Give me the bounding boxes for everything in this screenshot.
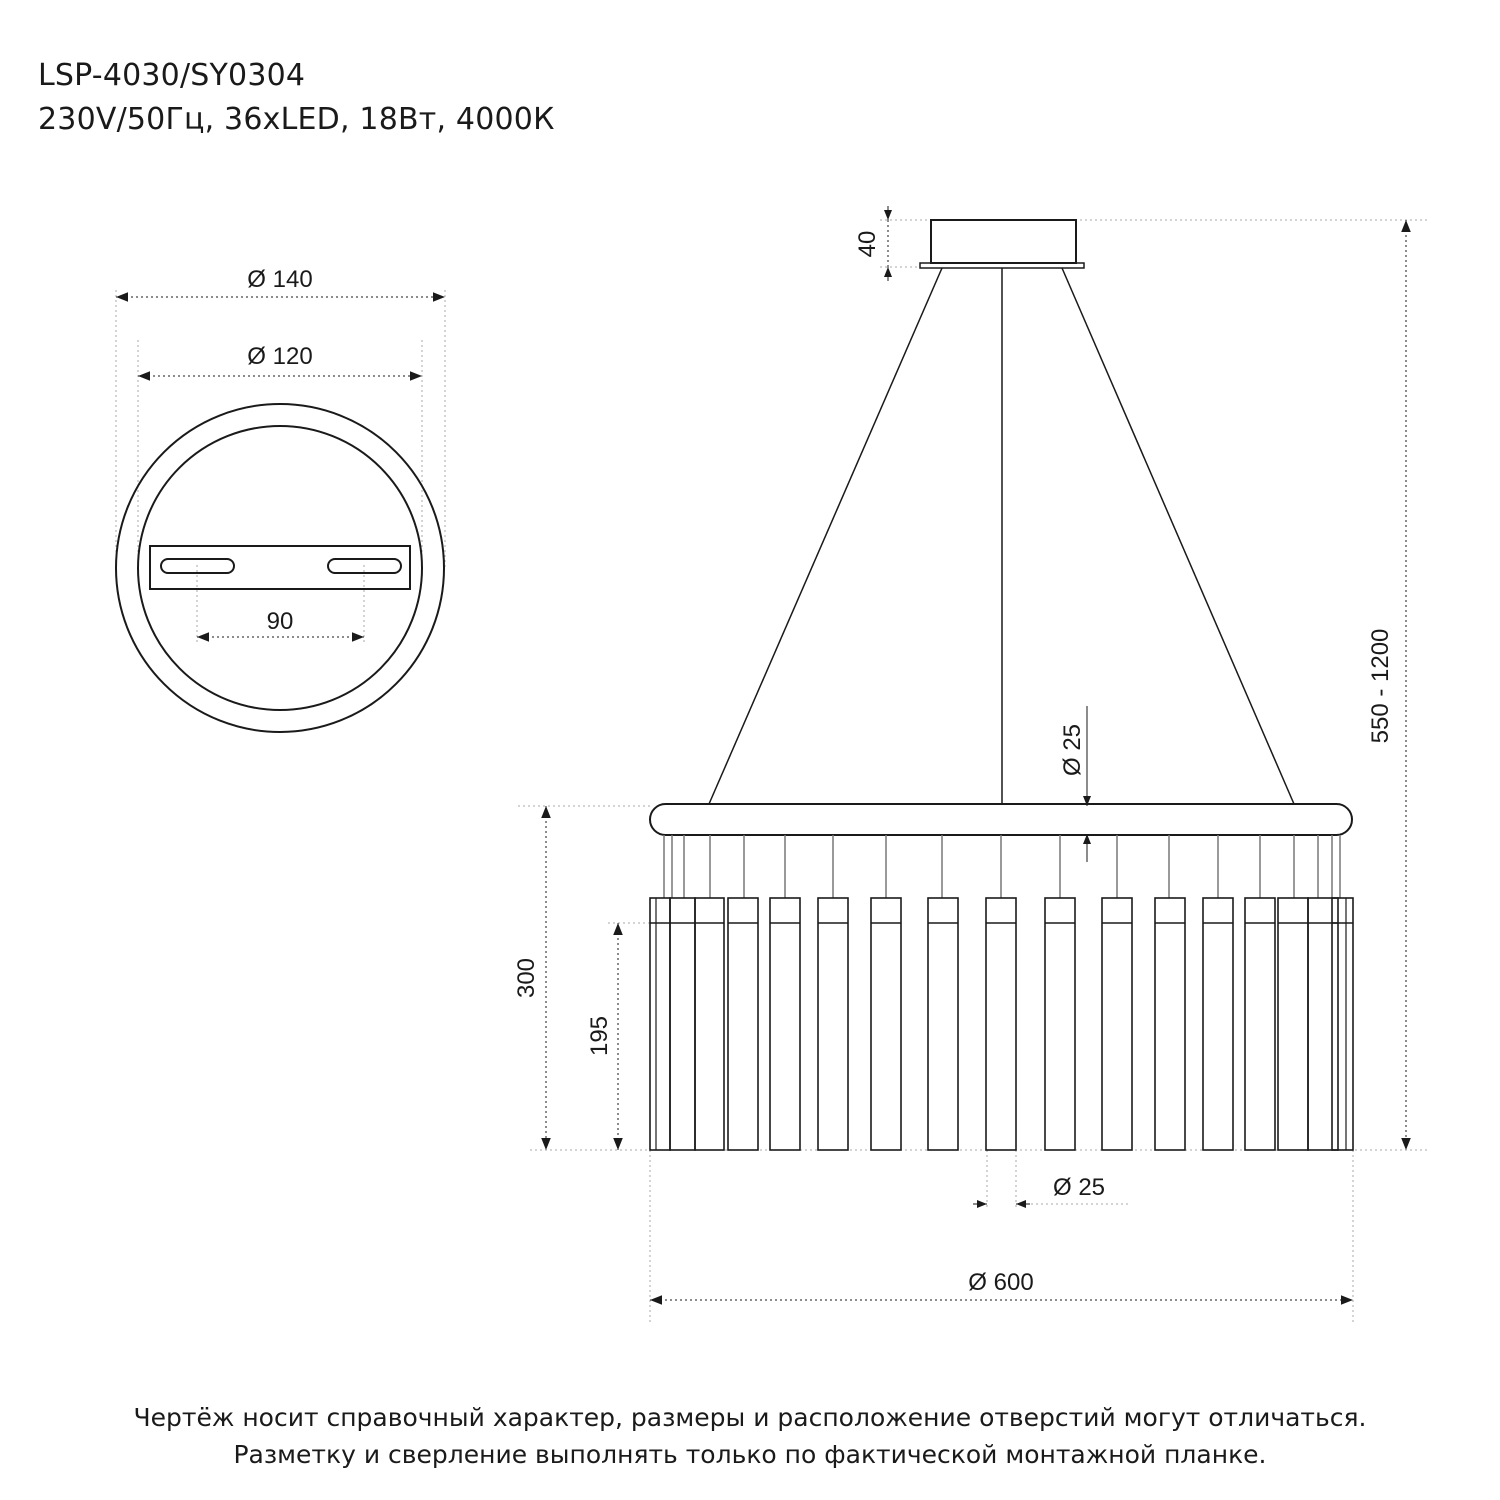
crystal-rod <box>1307 897 1339 1151</box>
crystal-rod <box>727 897 759 1151</box>
mounting-slot-right <box>327 558 402 574</box>
canopy-base-plate <box>919 262 1085 269</box>
mounting-slot-left <box>160 558 235 574</box>
canopy-outer-circle <box>115 403 445 733</box>
canopy-inner-circle <box>137 425 423 711</box>
overall-diameter-label: Ø 600 <box>968 1269 1033 1296</box>
rod-length-label: 195 <box>586 1016 613 1056</box>
disclaimer-line-1: Чертёж носит справочный характер, размер… <box>133 1403 1367 1432</box>
ceiling-canopy <box>930 219 1077 264</box>
elevation-view: 40 550 - 1200 Ø 25 300 195 Ø 25 Ø 600 <box>513 206 1428 1325</box>
suspension-wire-left <box>708 267 943 805</box>
crystal-rod <box>649 897 671 1151</box>
crystal-rod <box>927 897 959 1151</box>
crystal-rods <box>649 835 1354 1151</box>
spec-line: 230V/50Гц, 36xLED, 18Вт, 4000К <box>38 102 555 137</box>
mounting-bracket <box>149 545 411 590</box>
crystal-rod <box>1154 897 1186 1151</box>
suspension-wire-right <box>1061 267 1295 805</box>
crystal-rod <box>1202 897 1234 1151</box>
ring-thickness-label: Ø 25 <box>1059 724 1086 776</box>
crystal-rod <box>769 897 801 1151</box>
crystal-rod <box>817 897 849 1151</box>
crystal-rod <box>1101 897 1133 1151</box>
crystal-rod <box>1044 897 1076 1151</box>
ring-frame <box>649 803 1353 836</box>
plan-view: Ø 140 Ø 120 90 <box>115 266 446 733</box>
model-title: LSP-4030/SY0304 <box>38 58 306 93</box>
crystal-rod <box>1244 897 1276 1151</box>
rod-diameter-label: Ø 25 <box>1053 1174 1105 1201</box>
crystal-rod <box>694 897 725 1151</box>
body-height-label: 300 <box>513 958 540 998</box>
inner-diameter-label: Ø 120 <box>247 343 312 370</box>
total-height-label: 550 - 1200 <box>1367 629 1394 744</box>
crystal-rod <box>1277 897 1309 1151</box>
hole-spacing-label: 90 <box>267 608 294 635</box>
crystal-rod <box>1331 897 1354 1151</box>
crystal-rod <box>985 897 1017 1151</box>
canopy-height-label: 40 <box>854 231 881 258</box>
crystal-rod <box>669 897 696 1151</box>
disclaimer-line-2: Разметку и сверление выполнять только по… <box>233 1440 1267 1469</box>
outer-diameter-label: Ø 140 <box>247 266 312 293</box>
crystal-rod <box>870 897 902 1151</box>
